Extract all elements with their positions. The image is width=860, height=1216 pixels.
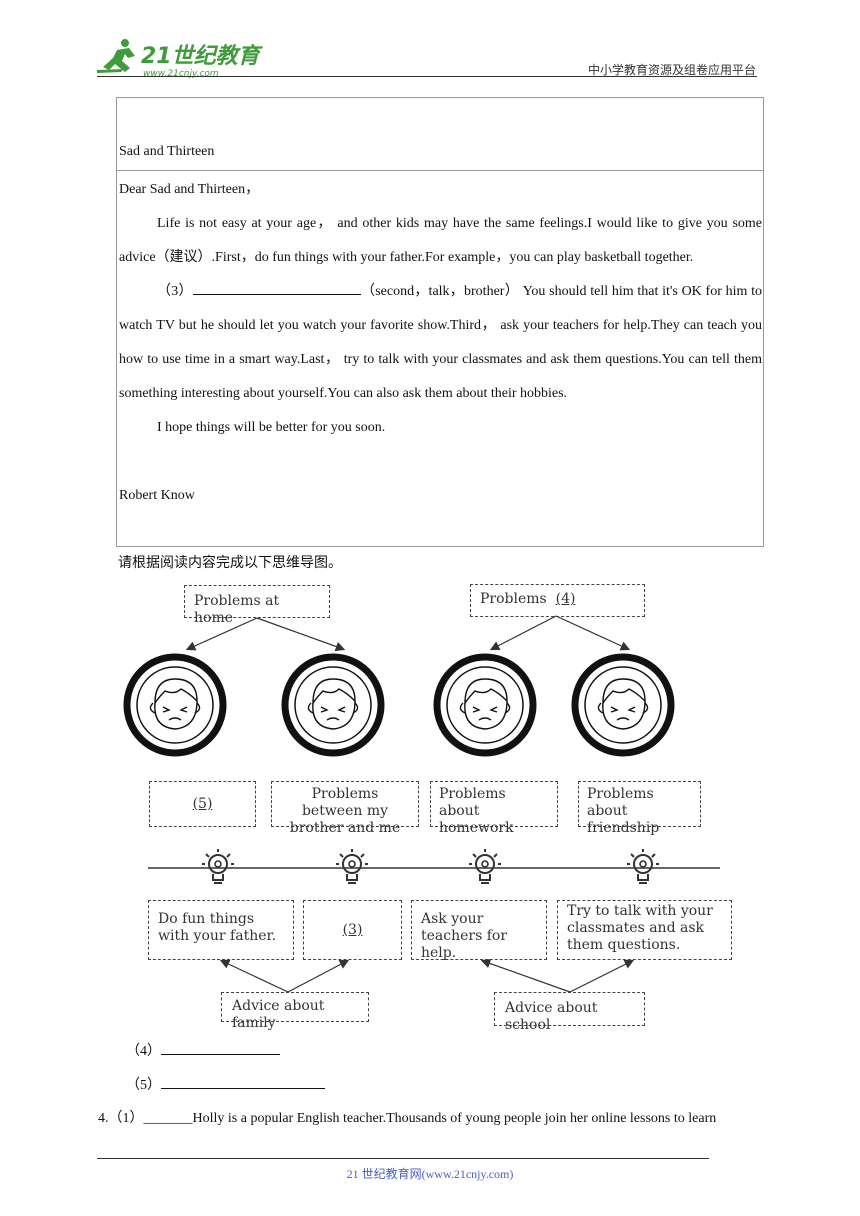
- node-problem-friendship: Problems about friendship: [578, 781, 701, 836]
- blank-4-marker: (4): [555, 591, 576, 607]
- node-problem-brother: Problems between my brother and me: [271, 781, 419, 836]
- node-problem-homework: Problems about homework: [430, 781, 558, 836]
- answer-4-label: （4）: [126, 1044, 161, 1059]
- letter-paragraph-2-text: You should tell him that it's OK for him…: [119, 284, 763, 401]
- node-problems-4: Problems (4): [470, 584, 645, 617]
- answer-5-label: （5）: [126, 1078, 161, 1093]
- node-advice-3: (3): [303, 900, 402, 960]
- answer-5-line[interactable]: [161, 1074, 325, 1089]
- footer-text: 21 世纪教育网(www.21cnjy.com): [346, 1167, 514, 1181]
- mindmap-instruction: 请根据阅读内容完成以下思维导图。: [118, 555, 342, 571]
- node-problems-label: Problems: [480, 591, 547, 607]
- node-advice-father: Do fun things with your father.: [148, 900, 294, 960]
- node-advice-school: Advice about school: [494, 992, 645, 1033]
- answer-4: （4）: [126, 1040, 280, 1060]
- blank-3-label: （3）: [157, 284, 193, 299]
- blank-3-line[interactable]: [192, 280, 361, 295]
- answer-4-line[interactable]: [161, 1040, 280, 1055]
- letter-paragraph-2: （3） （second，talk，brother） You should tell…: [119, 275, 762, 411]
- node-problem-5: (5): [149, 781, 256, 827]
- table-divider: [116, 170, 764, 171]
- node-advice-classmates: Try to talk with your classmates and ask…: [557, 900, 732, 960]
- letter-greeting: Dear Sad and Thirteen，: [119, 182, 260, 197]
- footer-divider: [97, 1158, 709, 1159]
- letter-body: Dear Sad and Thirteen， Life is not easy …: [119, 173, 762, 513]
- logo-url: www.21cnjy.com: [143, 69, 219, 79]
- letter-table: [116, 97, 764, 547]
- node-advice-family: Advice about family: [221, 992, 369, 1031]
- platform-name: 中小学教育资源及组卷应用平台: [587, 63, 756, 77]
- logo: 21世纪教育 www.21cnjy.com: [95, 36, 265, 80]
- letter-signature: Robert Know: [119, 488, 195, 503]
- header-divider: [97, 76, 757, 77]
- logo-text: 21世纪教育: [141, 43, 264, 69]
- blank-3-hint: （second，talk，brother）: [360, 284, 519, 299]
- letter-title: Sad and Thirteen: [119, 144, 215, 159]
- letter-paragraph-1: Life is not easy at your age， and other …: [119, 216, 762, 265]
- letter-closing: I hope things will be better for you soo…: [157, 420, 386, 435]
- answer-5: （5）: [126, 1074, 325, 1094]
- node-problems-at-home: Problems at home: [184, 585, 330, 626]
- node-advice-teachers: Ask your teachers for help.: [411, 900, 547, 961]
- next-question-text: 4.（1）_______Holly is a popular English t…: [98, 1111, 717, 1126]
